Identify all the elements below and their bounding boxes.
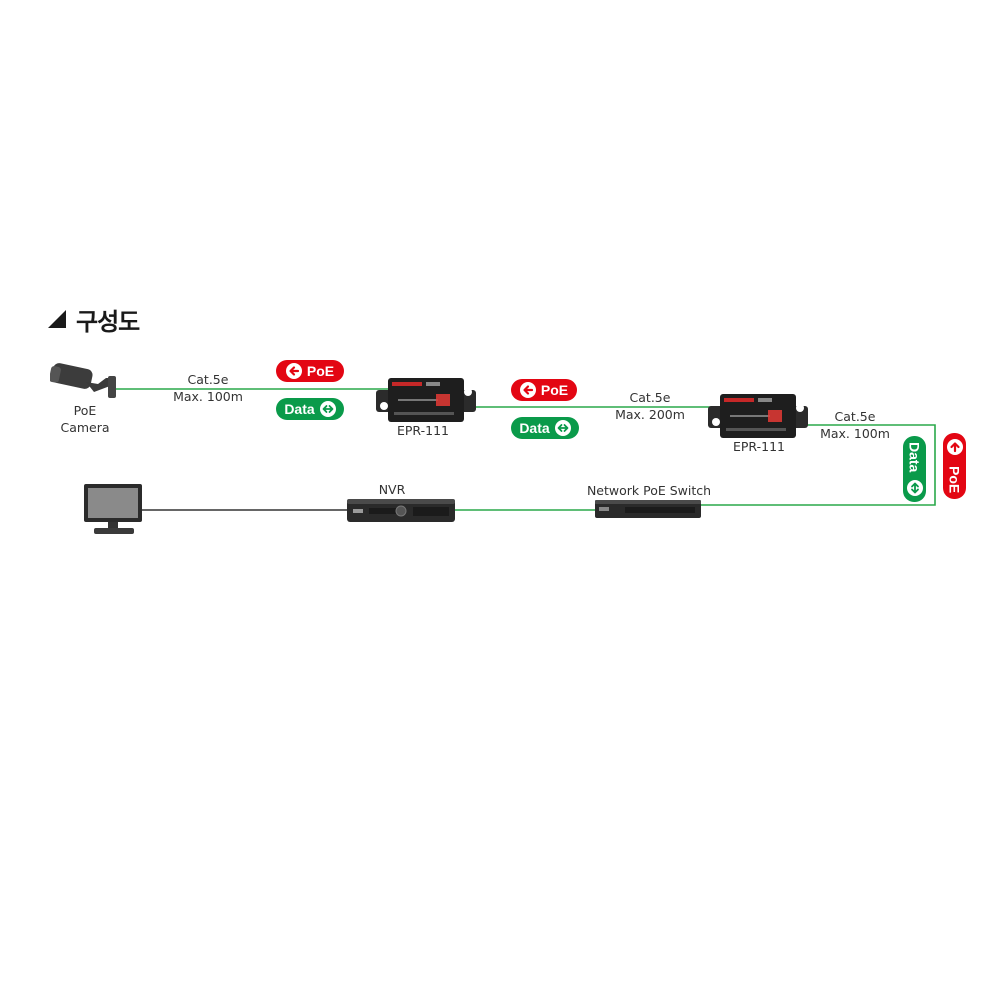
extender1-device-icon — [376, 378, 476, 422]
double-arrow-circle-icon — [554, 420, 571, 436]
poe-badge-seg1: PoE — [276, 360, 344, 382]
data-badge-seg2-text: Data — [519, 420, 550, 436]
monitor-icon — [84, 484, 142, 534]
nvr-device-icon — [347, 499, 455, 522]
data-badge-seg1: Data — [276, 398, 344, 420]
cable-extender2-switch — [700, 424, 936, 506]
poe-badge-seg1-text: PoE — [306, 363, 335, 379]
double-arrow-circle-icon — [906, 480, 923, 496]
poe-badge-seg2: PoE — [511, 379, 577, 401]
seg2-cable-type: Cat.5e — [629, 390, 671, 405]
data-badge-seg3-text: Data — [906, 442, 923, 473]
double-arrow-circle-icon — [319, 401, 336, 417]
data-badge-seg3: Data — [903, 436, 926, 502]
cable-label-seg2: Cat.5e Max. 200m — [602, 389, 698, 423]
seg1-max-distance: Max. 100m — [173, 389, 243, 404]
seg2-max-distance: Max. 200m — [615, 407, 685, 422]
poe-badge-seg2-text: PoE — [540, 382, 569, 398]
poe-badge-seg3-text: PoE — [946, 465, 963, 493]
seg3-cable-type: Cat.5e — [834, 409, 876, 424]
arrow-up-circle-icon — [946, 439, 963, 455]
seg1-cable-type: Cat.5e — [187, 372, 229, 387]
poe-badge-seg3: PoE — [943, 433, 966, 499]
data-badge-seg1-text: Data — [284, 401, 315, 417]
nvr-label: NVR — [378, 482, 406, 497]
arrow-left-circle-icon — [285, 363, 302, 379]
data-badge-seg2: Data — [511, 417, 579, 439]
poe-camera-icon — [50, 363, 116, 398]
extender2-device-icon — [708, 394, 808, 438]
cable-label-seg3: Cat.5e Max. 100m — [810, 408, 900, 442]
triangle-marker-icon — [48, 310, 66, 328]
cable-label-seg1: Cat.5e Max. 100m — [160, 371, 256, 405]
extender2-label: EPR-111 — [733, 439, 785, 454]
camera-label-line2: Camera — [60, 420, 110, 435]
seg3-max-distance: Max. 100m — [820, 426, 890, 441]
extender1-label: EPR-111 — [397, 423, 449, 438]
section-header: 구성도 — [48, 304, 140, 336]
section-title: 구성도 — [76, 307, 140, 336]
arrow-left-circle-icon — [519, 382, 536, 398]
camera-label: PoE Camera — [50, 402, 120, 436]
poe-switch-device-icon — [595, 500, 701, 518]
camera-label-line1: PoE — [73, 403, 97, 418]
switch-label: Network PoE Switch — [586, 483, 712, 498]
